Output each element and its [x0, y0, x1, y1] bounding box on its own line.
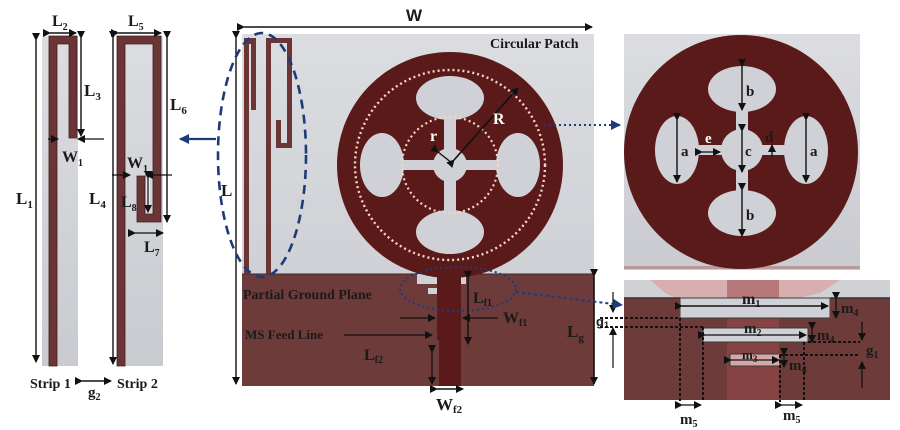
m1-label: m1: [742, 291, 760, 310]
patch-detail-view: a a b b c e d: [624, 34, 860, 270]
strip-1: L1 L2 L3 W1 Strip 1: [16, 13, 104, 392]
strip-2: L4 L5 L6 W1 L8 L7 Strip 2: [89, 13, 187, 392]
ms-feed-line: [437, 262, 461, 386]
slot-bottom: [416, 210, 484, 254]
strips-highlight-ellipse: [216, 31, 308, 279]
feed-detail-view: m1 m2 m3 m4 m4 m4 g1 m5 m5: [600, 280, 890, 430]
b-bottom-label: b: [746, 208, 754, 224]
center-hole: [433, 148, 467, 182]
wf1-label: Wf1: [503, 310, 527, 329]
m5-label-right: m5: [783, 408, 801, 426]
e-label: e: [705, 131, 712, 147]
a-right-label: a: [810, 144, 818, 160]
l1-label: L1: [16, 189, 33, 211]
m5-label-left: m5: [680, 412, 698, 430]
wf2-label: Wf2: [436, 395, 463, 416]
strip1-w1-label: W1: [62, 149, 83, 169]
outer-radius-label: R: [493, 111, 505, 128]
m4-label-3: m4: [789, 358, 807, 376]
w-label: W: [406, 6, 423, 25]
l3-label: L3: [84, 81, 101, 103]
g1-detail-label: g1: [866, 343, 879, 361]
lg-label: Lg: [567, 322, 584, 344]
monopole-strip-1: [244, 38, 256, 274]
r-outer-arrow: [446, 87, 519, 168]
m3-label: m3: [742, 347, 758, 364]
a-left-label: a: [681, 144, 689, 160]
m4-label-1: m4: [841, 301, 859, 319]
m4-label-2: m4: [817, 328, 835, 346]
r-inner-arrow: [430, 144, 453, 164]
outer-dotted-ring: [353, 68, 547, 262]
circular-patch-label: Circular Patch: [490, 37, 579, 52]
l-label: L: [221, 181, 232, 200]
b-top-label: b: [746, 84, 754, 100]
d-label: d: [765, 130, 774, 146]
l2-label: L2: [52, 13, 68, 33]
inner-radius-label: r: [430, 128, 437, 145]
guide-lines: [600, 317, 860, 402]
g2-label: g2: [88, 385, 101, 403]
m2-label: m2: [744, 321, 762, 339]
partial-ground-label: Partial Ground Plane: [243, 288, 372, 303]
l8-label: L8: [121, 194, 137, 214]
main-antenna: R r Circular Patch W L Partial Ground Pl…: [216, 6, 617, 416]
strip-2-caption: Strip 2: [117, 377, 158, 392]
c-label: c: [745, 144, 752, 160]
l6-label: L6: [170, 95, 187, 117]
lf1-label: Lf1: [473, 290, 492, 309]
strip-2-copper: [116, 35, 162, 367]
lf2-label: Lf2: [364, 347, 383, 366]
strip-1-caption: Strip 1: [30, 377, 71, 392]
feed-highlight-ellipse: [399, 266, 517, 312]
slot-left: [360, 133, 404, 197]
l5-label: L5: [128, 13, 144, 33]
ms-feed-label: MS Feed Line: [245, 327, 323, 342]
l4-label: L4: [89, 189, 106, 211]
l7-label: L7: [144, 239, 160, 259]
strip2-w1-label: W1: [127, 155, 148, 175]
g1-main-label: g1: [596, 314, 609, 330]
